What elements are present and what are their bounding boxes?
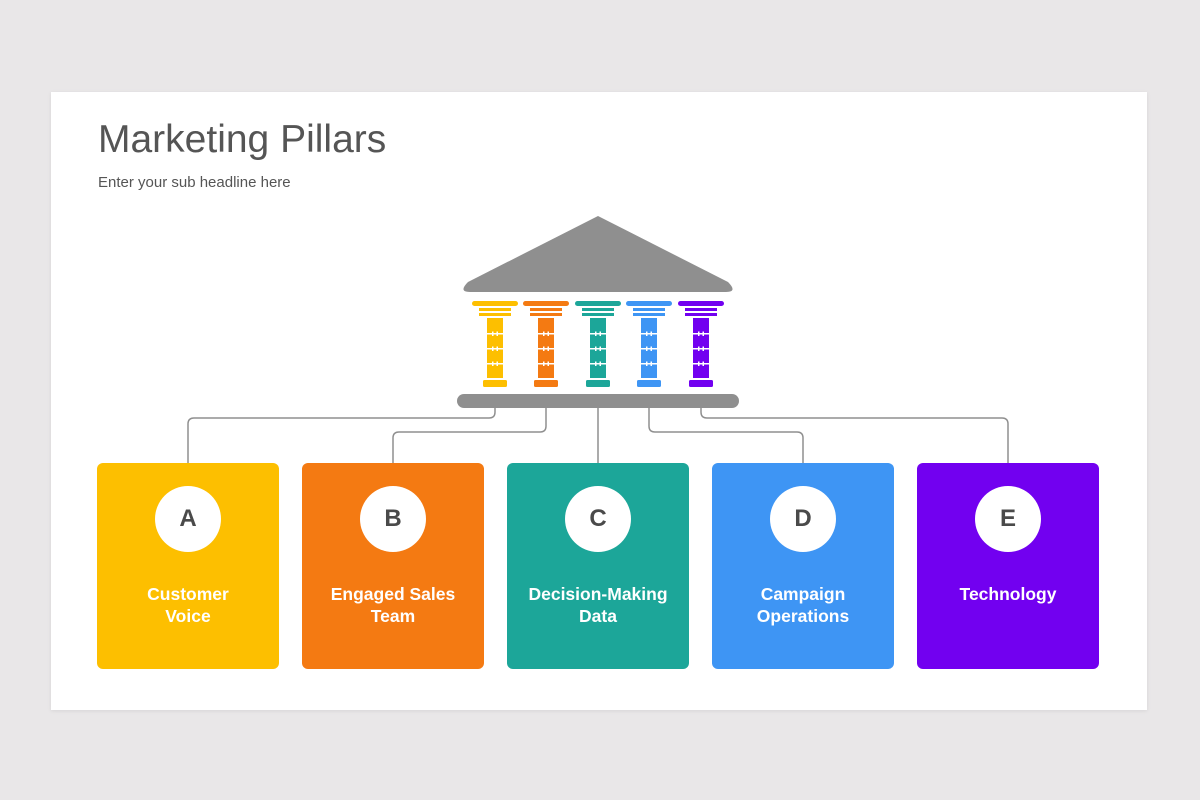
connector-line (392, 408, 547, 463)
temple-roof (463, 216, 733, 292)
pillar-label: Decision-Making Data (528, 584, 668, 626)
letter-badge: E (975, 486, 1041, 552)
page-subtitle: Enter your sub headline here (98, 174, 291, 191)
connector-line (700, 408, 1009, 463)
page-title: Marketing Pillars (98, 118, 387, 161)
letter-badge: C (565, 486, 631, 552)
temple-base (457, 394, 739, 408)
column-a (472, 301, 518, 387)
column-d (626, 301, 672, 387)
column-c (575, 301, 621, 387)
connector-line (648, 408, 804, 463)
pillar-label: Customer Voice (147, 584, 229, 626)
pillar-card-b: B Engaged Sales Team (302, 463, 484, 669)
pillar-card-e: E Technology (917, 463, 1099, 669)
pillar-label: Technology (959, 584, 1057, 604)
connector-line (187, 408, 496, 463)
letter-badge: D (770, 486, 836, 552)
letter-badge: A (155, 486, 221, 552)
pillar-label: Engaged Sales Team (330, 584, 456, 626)
column-b (523, 301, 569, 387)
letter-badge: B (360, 486, 426, 552)
column-e (678, 301, 724, 387)
pillar-card-c: C Decision-Making Data (507, 463, 689, 669)
pillar-label: Campaign Operations (756, 584, 850, 626)
pillar-card-a: A Customer Voice (97, 463, 279, 669)
pillar-card-d: D Campaign Operations (712, 463, 894, 669)
